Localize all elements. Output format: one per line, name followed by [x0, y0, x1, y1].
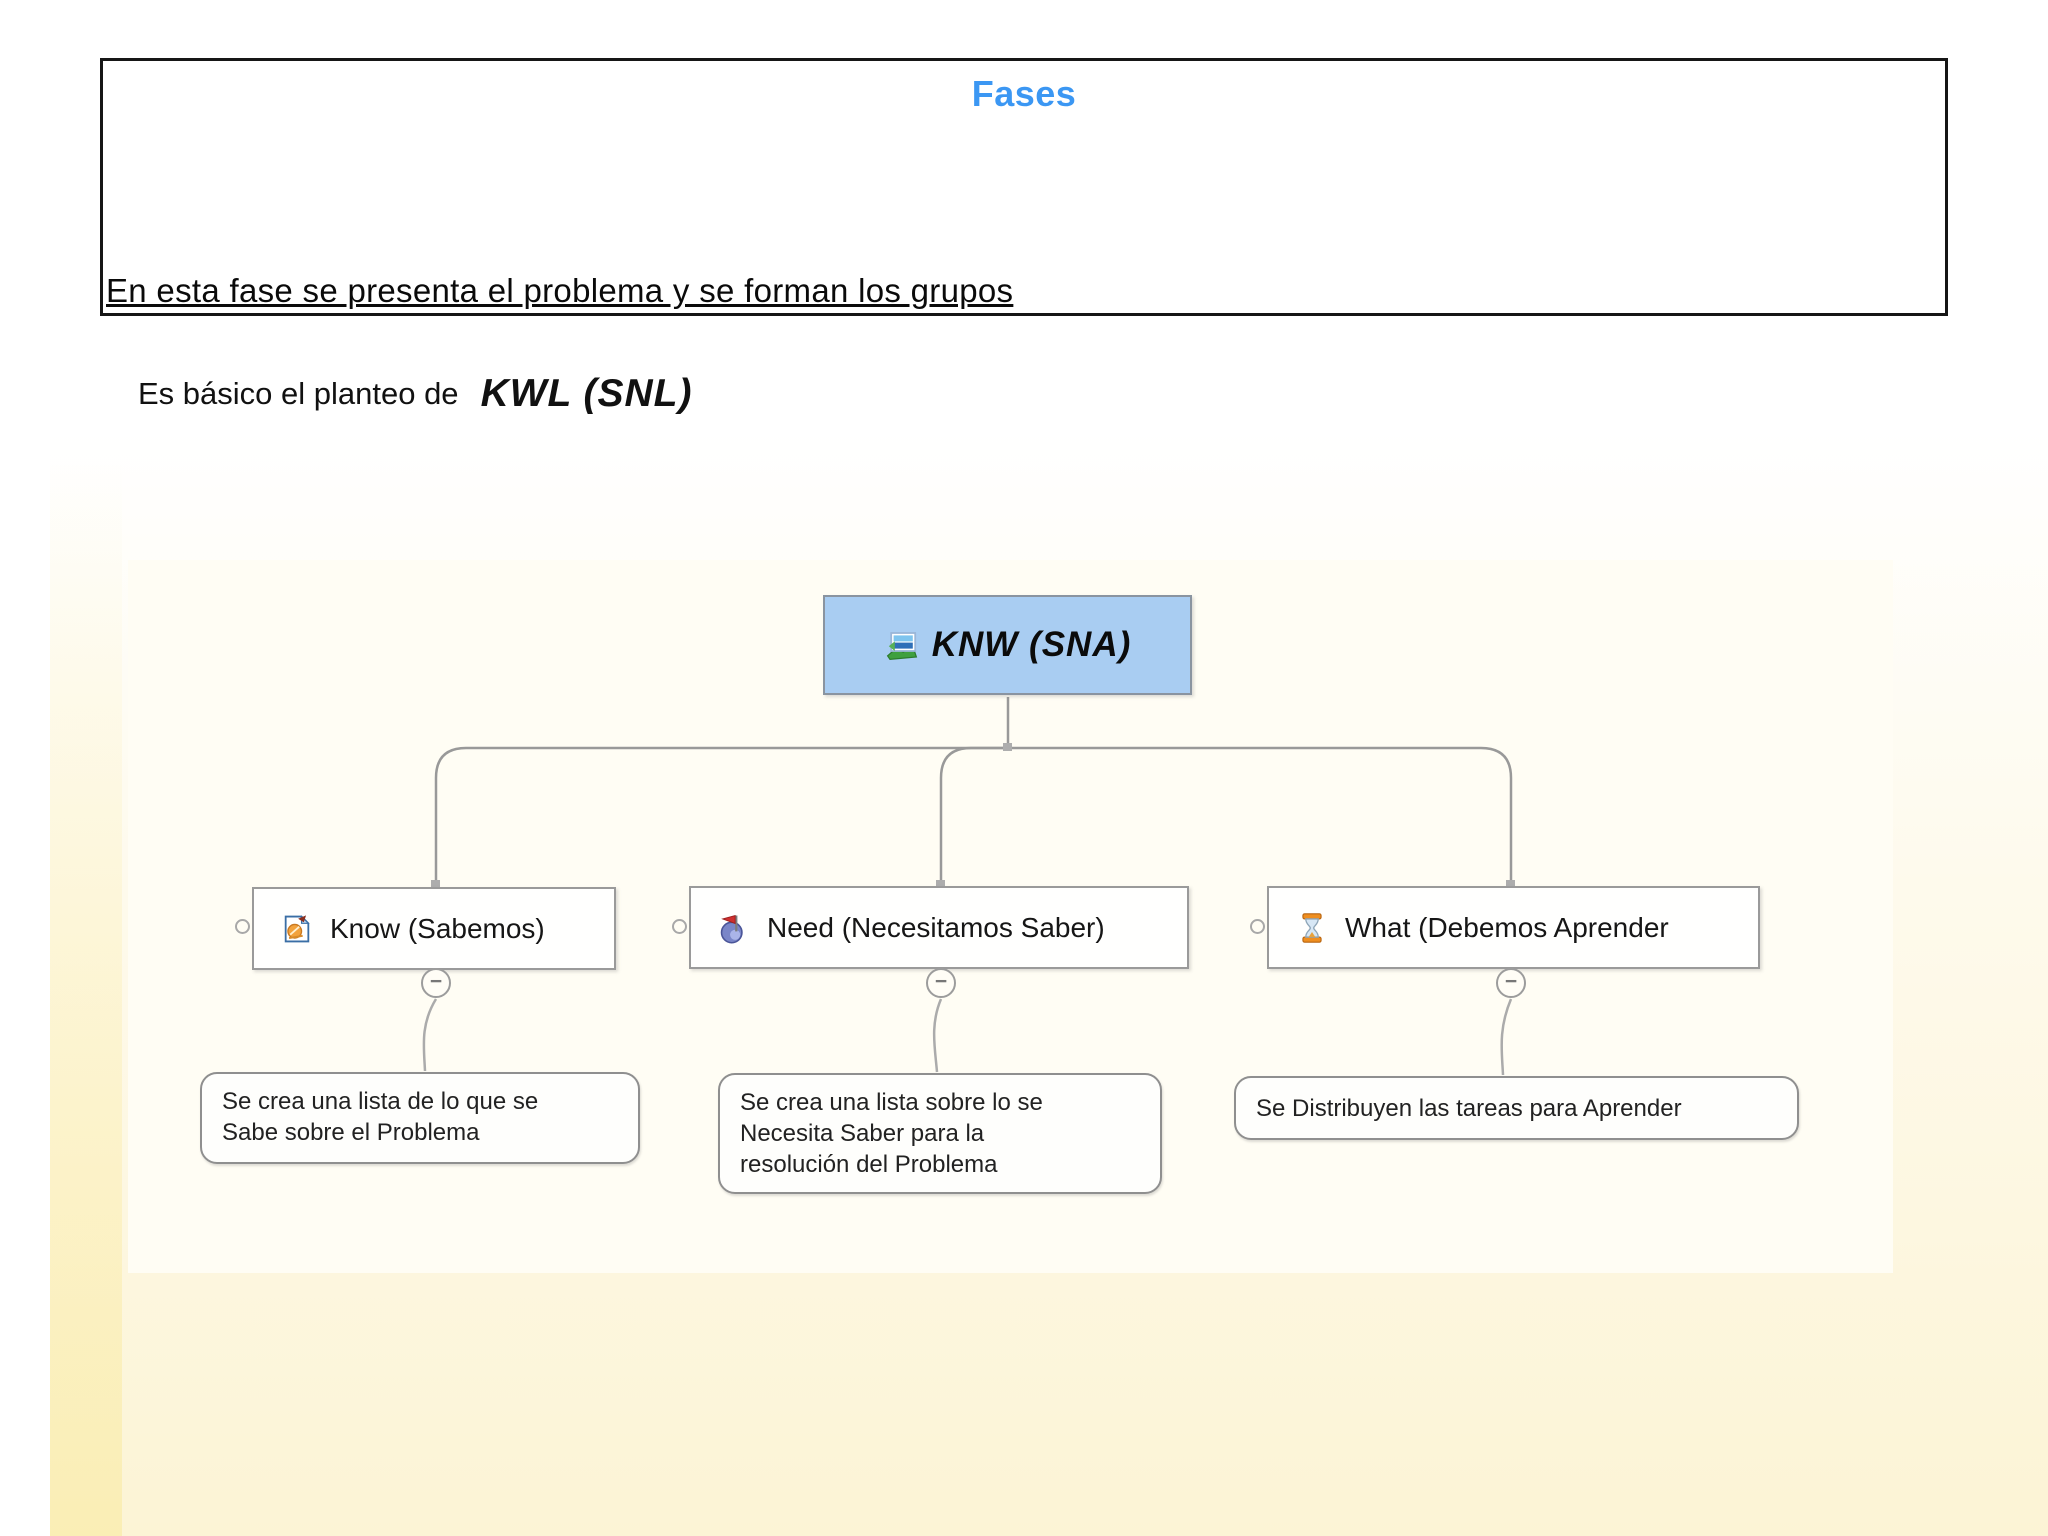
child-node-label: Need (Necesitamos Saber) — [767, 911, 1105, 943]
intro-line: Es básico el planteo de KWL (SNL) — [138, 372, 692, 416]
mindmap-node-know: Know (Sabemos) — [252, 887, 616, 970]
branch-middle-line — [939, 746, 1008, 887]
collapse-button[interactable]: − — [1496, 968, 1526, 998]
junction-handle — [431, 880, 440, 888]
intro-text: Es básico el planteo de — [138, 376, 459, 411]
note-connector-3 — [1500, 998, 1513, 1076]
minus-icon: − — [429, 970, 443, 993]
note-callout: Se Distribuyen las tareas para Aprender — [1234, 1076, 1799, 1140]
root-node-label: KNW (SNA) — [931, 625, 1132, 664]
mindmap-node-need: Need (Necesitamos Saber) — [689, 886, 1189, 969]
collapse-button[interactable]: − — [926, 968, 956, 998]
fold-handle[interactable] — [1250, 919, 1265, 934]
chart-image-icon — [886, 632, 917, 661]
note-connector-2 — [932, 998, 943, 1073]
note-connector-1 — [422, 998, 438, 1072]
note-callout: Se crea una lista de lo que se Sabe sobr… — [200, 1072, 640, 1164]
minus-icon: − — [1504, 970, 1518, 993]
fold-handle[interactable] — [672, 919, 687, 934]
intro-highlight: KWL (SNL) — [480, 372, 693, 415]
mindmap-node-what: What (Debemos Aprender — [1267, 886, 1760, 969]
edit-document-icon — [284, 914, 310, 942]
child-node-label: Know (Sabemos) — [330, 912, 545, 944]
slide-background-left-strip — [50, 0, 122, 1536]
junction-handle — [936, 880, 945, 888]
collapse-button[interactable]: − — [421, 968, 451, 998]
mindmap-root-node: KNW (SNA) — [823, 595, 1192, 695]
title-box: Fases — [100, 58, 1948, 316]
junction-handle — [1506, 880, 1515, 888]
page-title: Fases — [971, 73, 1077, 114]
fold-handle[interactable] — [235, 919, 250, 934]
hourglass-icon — [1302, 912, 1322, 943]
branch-right-line — [1008, 746, 1513, 887]
junction-handle — [1003, 743, 1012, 751]
header-body-text: En esta fase se presenta el problema y s… — [106, 272, 1014, 309]
branch-left-line — [434, 746, 1008, 887]
note-callout: Se crea una lista sobre lo se Necesita S… — [718, 1073, 1162, 1194]
flag-marker-icon — [720, 914, 743, 944]
child-node-label: What (Debemos Aprender — [1345, 911, 1669, 943]
minus-icon: − — [934, 970, 948, 993]
